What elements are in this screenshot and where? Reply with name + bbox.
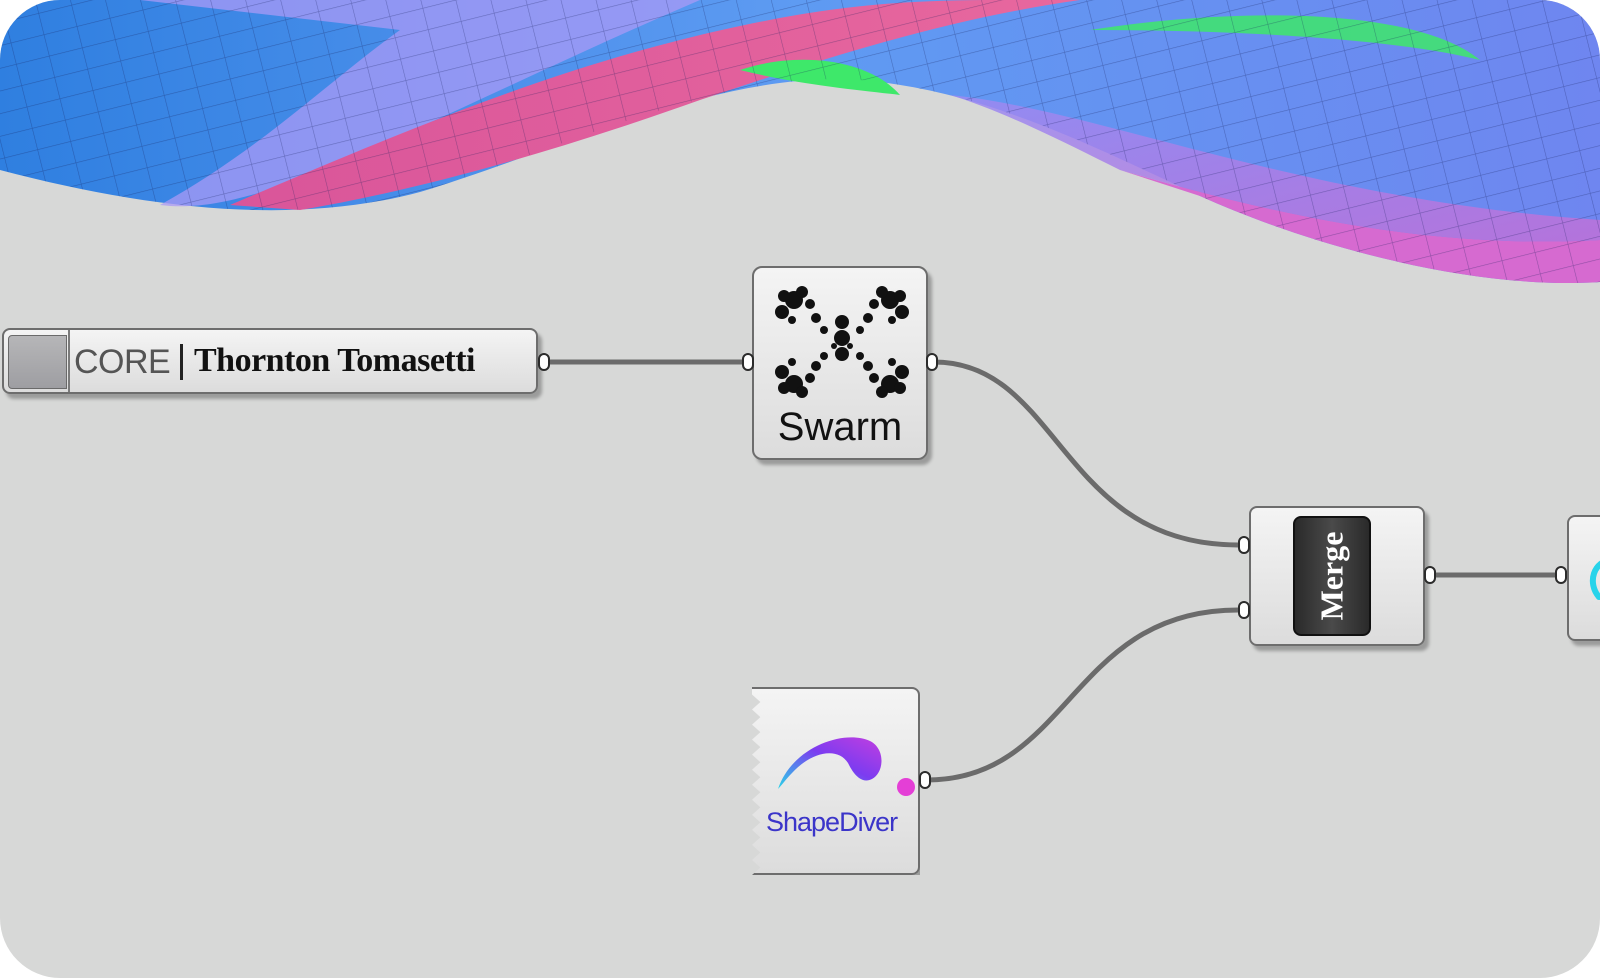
merge-input-port-1[interactable]: [1238, 536, 1250, 554]
partial-node-input-port[interactable]: [1555, 566, 1567, 584]
tt-output-port[interactable]: [538, 353, 550, 371]
swarm-icon: [775, 286, 909, 398]
swarm-output-port[interactable]: [926, 353, 938, 371]
shapediver-output-port[interactable]: [919, 771, 931, 789]
panel-color-swatch: [8, 335, 67, 389]
core-label: CORE: [74, 343, 171, 381]
core-thornton-tomasetti-node[interactable]: CORE Thornton Tomasetti: [2, 328, 538, 394]
merge-node[interactable]: Merge: [1249, 506, 1425, 646]
merge-badge: Merge: [1293, 516, 1371, 636]
shapediver-node[interactable]: ShapeDiver: [752, 687, 920, 875]
shapediver-label: ShapeDiver: [766, 807, 898, 837]
wire-swarm-to-merge: [931, 359, 1241, 548]
merge-input-port-2[interactable]: [1238, 601, 1250, 619]
swarm-node[interactable]: Swarm: [752, 266, 928, 460]
swarm-label: Swarm: [777, 405, 903, 449]
partial-node[interactable]: [1567, 515, 1600, 641]
wires: [542, 359, 1563, 783]
thornton-tomasetti-label: Thornton Tomasetti: [194, 342, 476, 379]
swarm-input-port[interactable]: [742, 353, 754, 371]
mesh-grid-overlay: [0, 0, 1600, 284]
title-separator: [180, 344, 183, 380]
cyan-arc-icon: [1589, 560, 1600, 600]
shapediver-logo-icon: [778, 737, 915, 796]
panel-divider: [68, 330, 70, 392]
merge-label: Merge: [1313, 531, 1350, 621]
wire-shapediver-to-merge: [924, 607, 1241, 783]
merge-output-port[interactable]: [1424, 566, 1436, 584]
